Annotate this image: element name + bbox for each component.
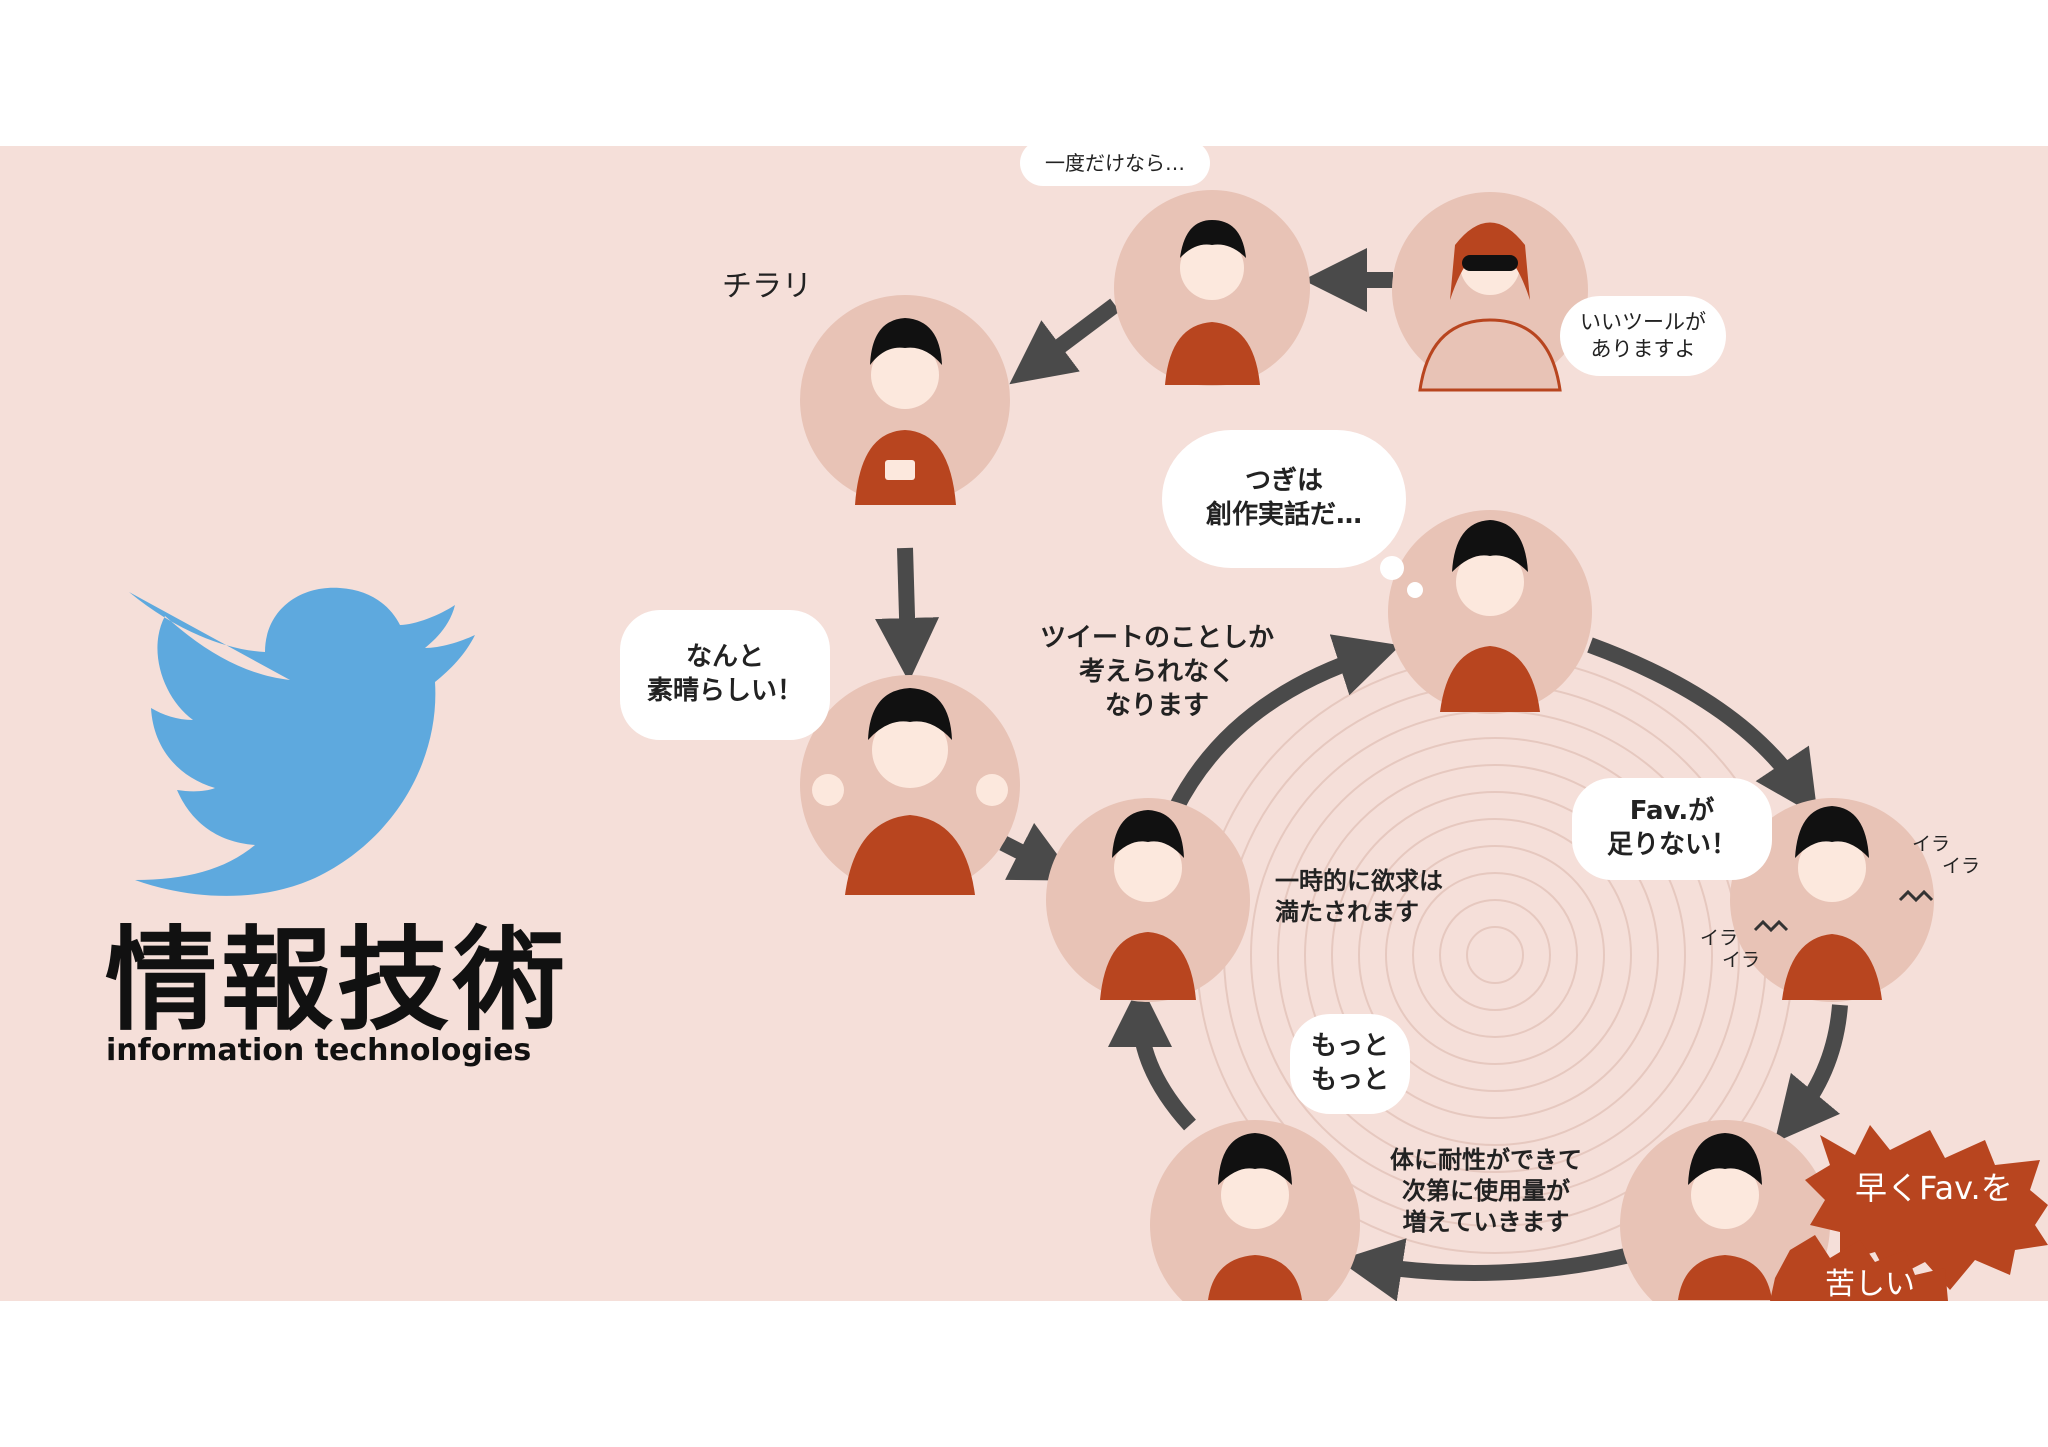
good-tool-line-1: いいツールが — [1580, 309, 1706, 334]
only-tweets-line-2: 考えられなく — [1079, 656, 1236, 687]
ira-label-4: イラ — [1722, 949, 1761, 971]
only-tweets-label: ツイートのことしか 考えられなく なります — [1040, 622, 1274, 723]
bottom-whitespace — [0, 1301, 2048, 1447]
satisfied-label: 一時的に欲求は 満たされます — [1275, 866, 1443, 928]
next-line-2: 創作実話だ… — [1205, 500, 1362, 530]
tolerance-line-3: 増えていきます — [1402, 1208, 1570, 1237]
ira-label-2: イラ — [1942, 855, 1981, 877]
arrow-to-fav — [1587, 637, 1818, 817]
brand-title: 情報技術 — [105, 916, 569, 1046]
more-bubble: もっと もっと — [1290, 1014, 1410, 1114]
tolerance-label: 体に耐性ができて 次第に使用量が 増えていきます — [1390, 1145, 1582, 1239]
ira-label-1: イラ — [1912, 833, 1951, 855]
tolerance-line-1: 体に耐性ができて — [1390, 1146, 1582, 1174]
good-tool-bubble: いいツールが ありますよ — [1560, 296, 1726, 376]
dealer-character — [1392, 192, 1588, 392]
irritation-marks — [1753, 889, 1934, 933]
painful-label: 苦しい — [1825, 1267, 1915, 1302]
bird-shape — [129, 587, 475, 896]
arrow-glance-to-amazing — [875, 547, 940, 682]
only-tweets-line-1: ツイートのことしか — [1040, 623, 1275, 653]
hurry-fav-label: 早くFav.を — [1855, 1169, 2013, 1207]
next-bubble: つぎは 創作実話だ… — [1162, 430, 1406, 568]
next-character — [1388, 510, 1592, 714]
arrow-to-next — [1167, 634, 1401, 814]
fav-line-2: 足りない！ — [1606, 830, 1737, 860]
fav-character — [1730, 798, 1934, 1002]
arrow-to-satisfied — [1108, 983, 1196, 1131]
more-line-2: もっと — [1310, 1065, 1389, 1095]
amazing-line-2: 素晴らしい！ — [646, 676, 803, 706]
arrow-once-to-glance — [1009, 298, 1120, 385]
fav-line-1: Fav.が — [1629, 796, 1715, 827]
once-character — [1114, 190, 1310, 386]
tolerance-line-2: 次第に使用量が — [1402, 1177, 1570, 1206]
arrow-to-hurry — [1774, 1004, 1848, 1143]
painful-burst — [1770, 1235, 1948, 1301]
next-line-1: つぎは — [1244, 466, 1323, 497]
more-character — [1150, 1120, 1360, 1330]
satisfied-line-1: 一時的に欲求は — [1275, 867, 1443, 895]
only-tweets-line-3: なります — [1105, 690, 1210, 721]
satisfied-character — [1046, 798, 1250, 1002]
once-bubble: 一度だけなら… — [1020, 140, 1210, 186]
glance-character — [800, 295, 1010, 505]
amazing-character — [800, 675, 1020, 895]
twitter-bird-icon — [129, 587, 475, 896]
fav-bubble: Fav.が 足りない！ — [1572, 778, 1772, 880]
character-circles — [800, 190, 1934, 1330]
arrow-amazing-to-satisfied — [999, 822, 1077, 881]
arrow-to-more — [1338, 1238, 1632, 1302]
satisfied-line-2: 満たされます — [1275, 898, 1419, 927]
glance-label: チラリ — [722, 269, 812, 304]
more-line-1: もっと — [1310, 1031, 1389, 1062]
thought-dots — [1380, 556, 1423, 598]
cycle-arrows — [875, 248, 1848, 1302]
ira-label-3: イラ — [1700, 927, 1739, 949]
once-label: 一度だけなら… — [1045, 151, 1185, 175]
amazing-bubble: なんと 素晴らしい！ — [620, 610, 830, 740]
brand-subtitle: information technologies — [106, 1033, 532, 1068]
good-tool-line-2: ありますよ — [1590, 337, 1696, 361]
amazing-line-1: なんと — [685, 642, 764, 673]
